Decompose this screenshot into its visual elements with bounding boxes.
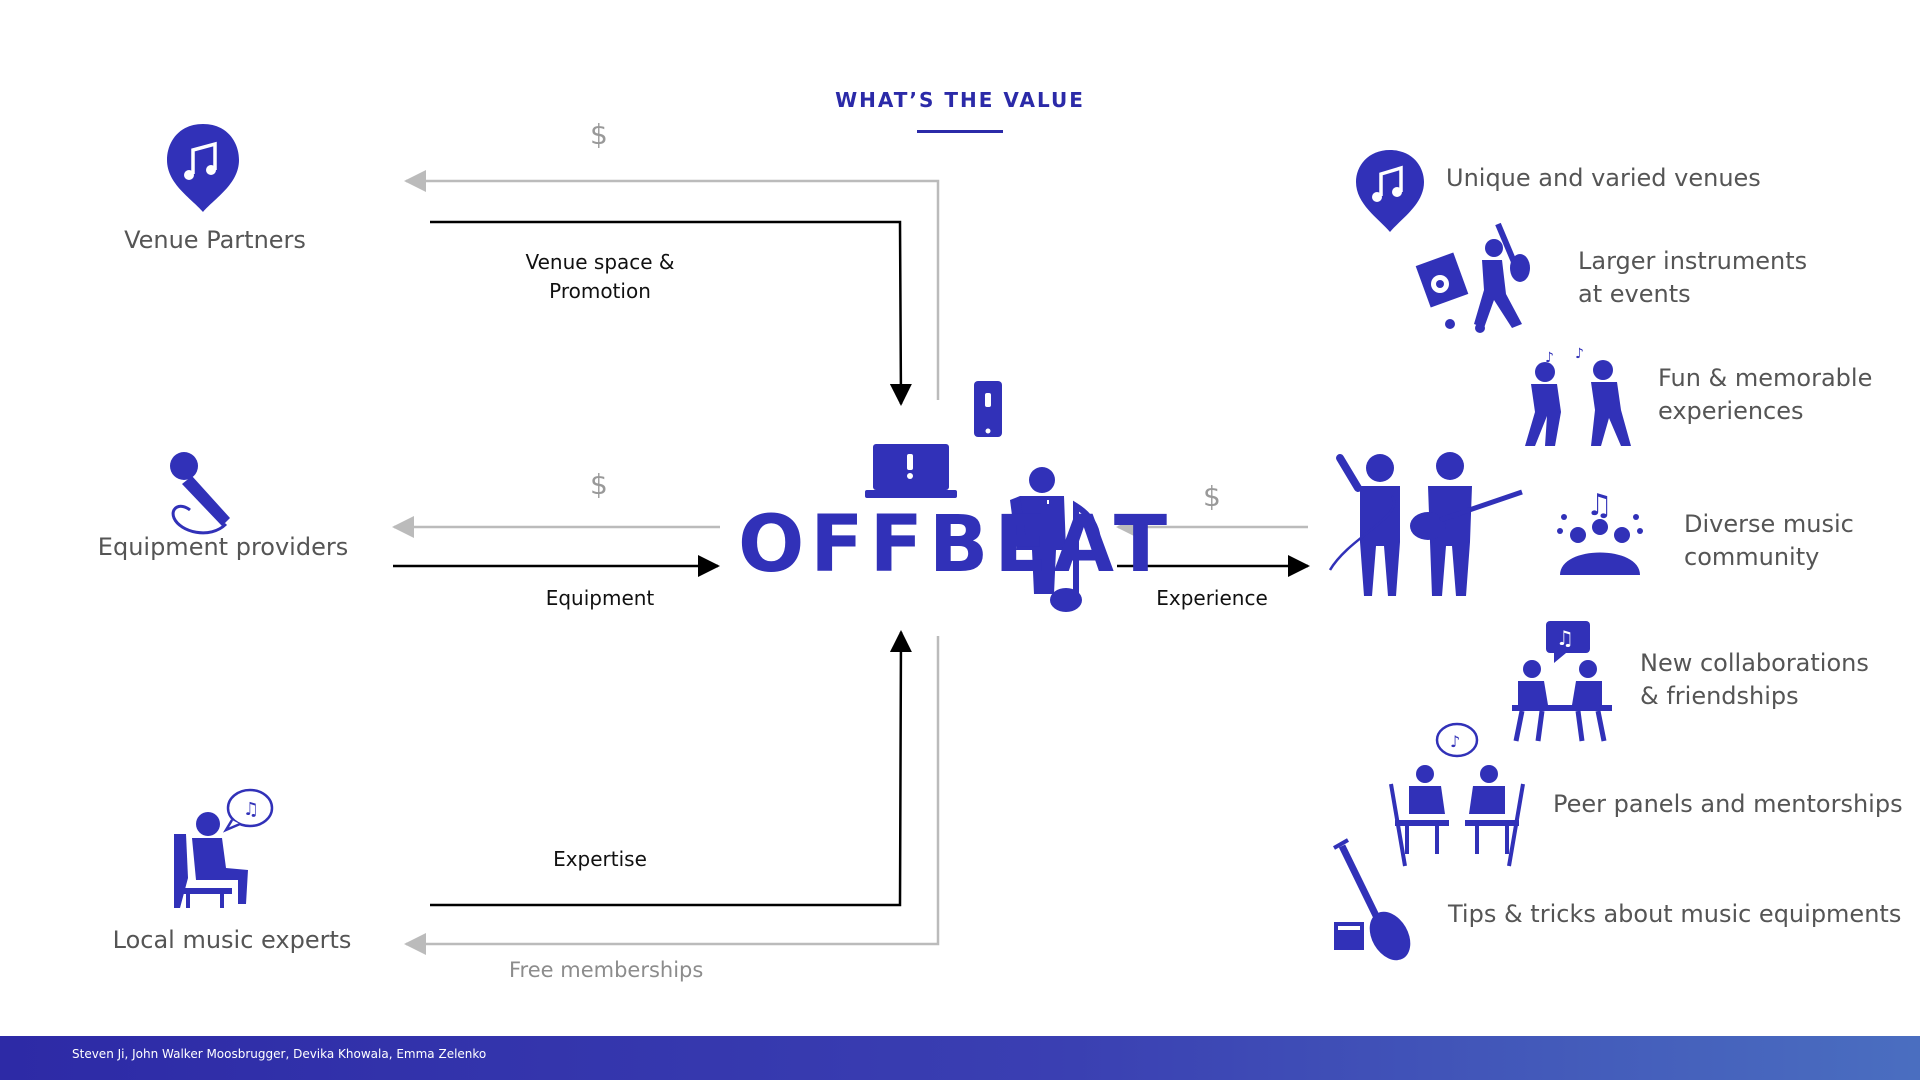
value-item: Diverse music community [1684,508,1854,574]
experience-money-label: $ [1203,480,1221,513]
value-item: Larger instruments at events [1578,245,1807,311]
partner-label-experts: Local music experts [112,926,352,954]
value-line: Fun & memorable [1658,364,1873,392]
seated-expert-icon: ♫ [174,788,274,908]
value-item: Fun & memorable experiences [1658,362,1872,428]
value-line: Diverse music [1684,510,1854,538]
svg-text:♫: ♫ [1556,626,1574,650]
singing-people-icon: ♪ ♪ [1525,346,1631,446]
equipment-label: Equipment [545,586,655,610]
lute-amp-icon [1333,838,1411,961]
page-title: WHAT’S THE VALUE [835,88,1085,112]
free-membership-arrow [404,636,940,955]
mentorship-icon: ♪ [1389,722,1525,867]
svg-text:♪: ♪ [1575,346,1584,362]
musicians-icon [1328,452,1523,596]
value-line: at events [1578,280,1691,308]
footer-authors: Steven Ji, John Walker Moosbrugger, Devi… [72,1047,487,1061]
phone-icon [974,381,1002,437]
footer-bar [0,1036,1920,1080]
laptop-icon [865,444,957,498]
svg-text:♪: ♪ [1450,732,1460,751]
equipment-money-label: $ [590,468,608,501]
value-line: experiences [1658,397,1804,425]
experience-label: Experience [1156,586,1268,610]
free-membership-label: Free memberships [509,958,704,982]
partner-label-venue: Venue Partners [124,226,306,254]
value-line: New collaborations [1640,649,1869,677]
location-pin-music-icon [167,124,239,212]
value-line: Peer panels and mentorships [1553,790,1903,818]
venue-money-label: $ [590,118,608,151]
venue-space-arrow [430,220,912,406]
expertise-label: Expertise [553,847,647,871]
svg-text:♫: ♫ [243,799,259,820]
value-line: Larger instruments [1578,247,1808,275]
microphone-icon [170,452,230,535]
svg-text:♫: ♫ [1586,488,1613,523]
venue-money-arrow [404,170,940,400]
venue-space-label: Venue space & Promotion [525,250,675,303]
value-item: Tips & tricks about music equipments [1448,898,1901,931]
value-item: New collaborations & friendships [1640,647,1869,713]
svg-text:♪: ♪ [1545,350,1554,366]
collaboration-icon: ♫ [1512,621,1612,742]
offbeat-logo: OFFBEAT [738,500,1174,590]
value-item: Peer panels and mentorships [1553,788,1903,821]
expertise-arrow [430,630,912,907]
partner-label-equipment: Equipment providers [97,533,349,561]
location-pin-music-icon [1356,150,1424,232]
title-underline [917,130,1003,133]
value-line: Tips & tricks about music equipments [1448,900,1902,928]
value-line: Unique and varied venues [1446,164,1761,192]
mascot-icon [1010,467,1101,612]
community-icon: ♫ [1557,488,1643,575]
value-line: & friendships [1640,682,1799,710]
value-item: Unique and varied venues [1446,162,1761,195]
moving-instruments-icon [1415,222,1530,333]
value-line: community [1684,543,1820,571]
